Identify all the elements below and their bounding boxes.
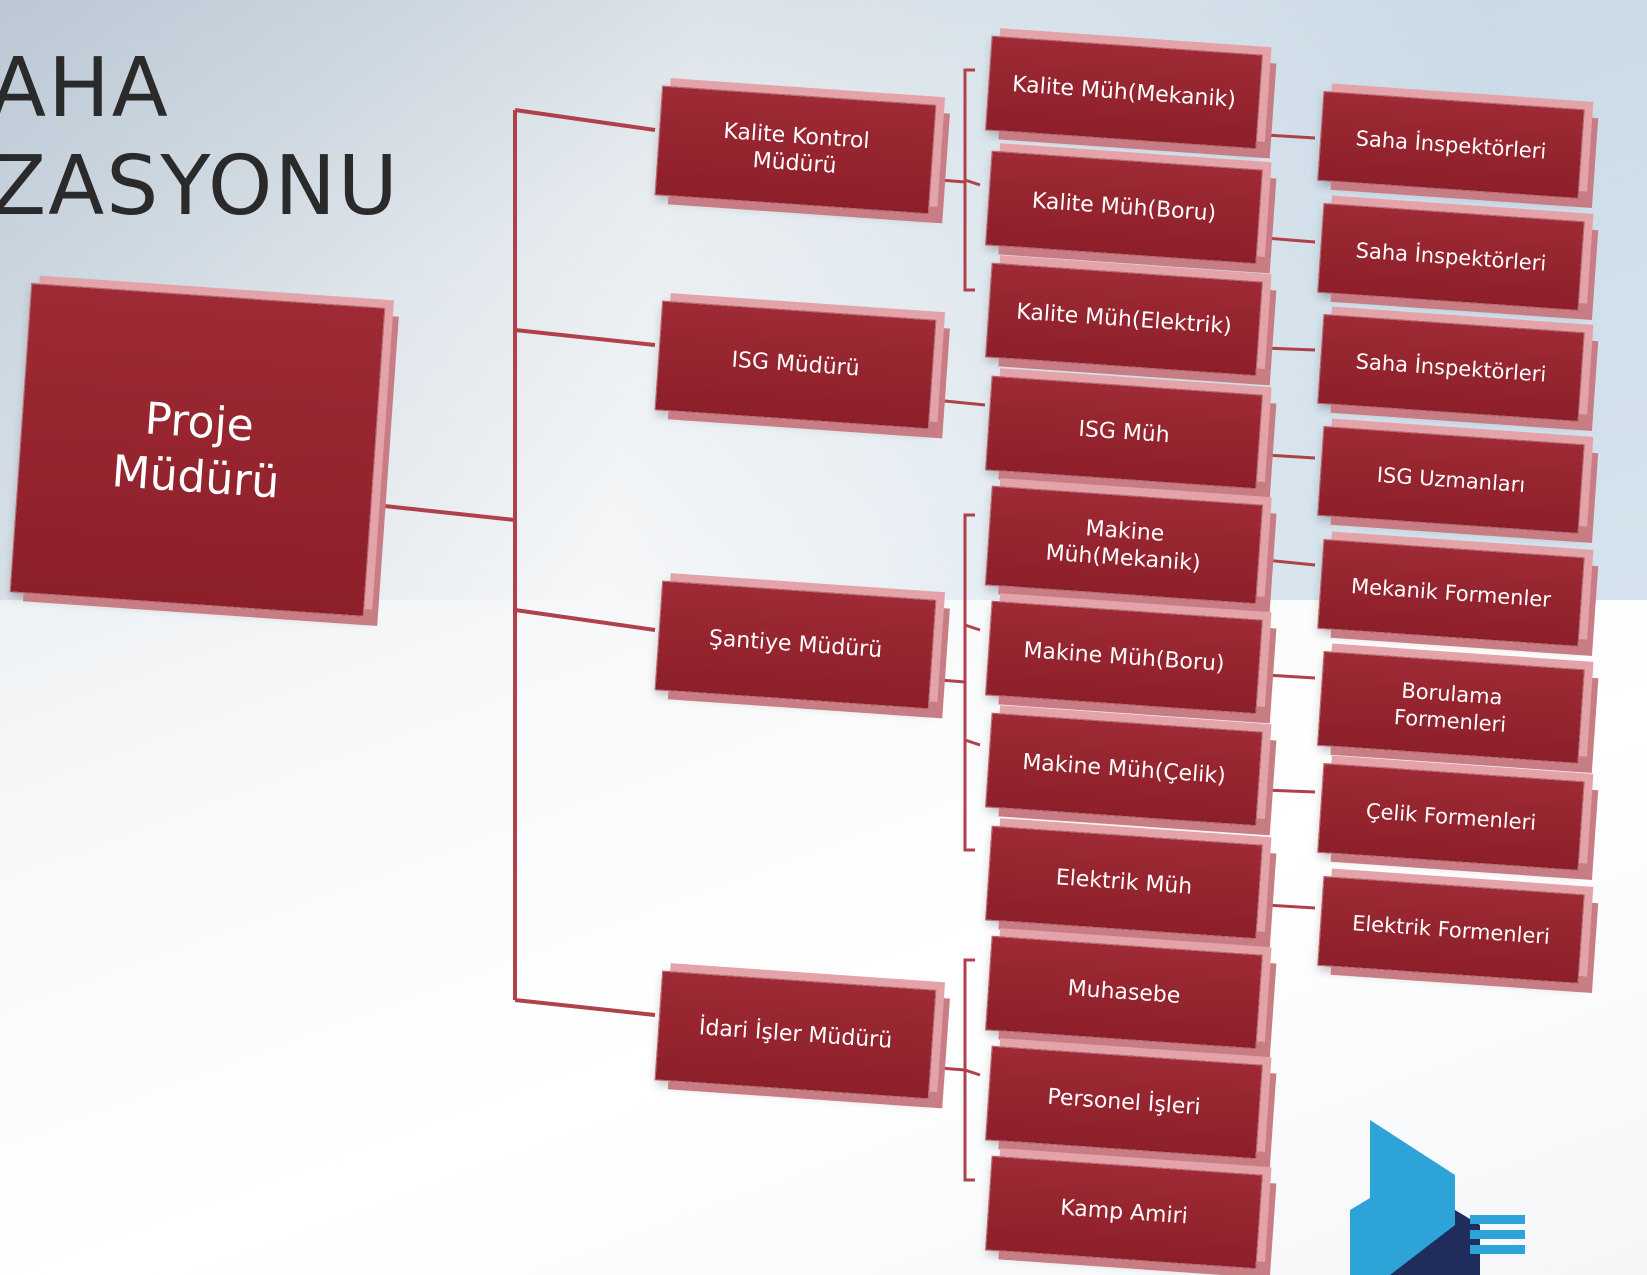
connector-isg-muh [934,398,986,407]
staff-label: Borulama Formenleri [1393,678,1507,737]
connector-e2 [1264,236,1316,244]
engineer-label: Muhasebe [1066,975,1182,1009]
engineer-label: Personel İşleri [1046,1084,1202,1121]
staff-label: Saha İnspektörleri [1354,349,1548,387]
staff-box-isg-uzmanlari[interactable]: ISG Uzmanları [1317,425,1585,535]
staff-label: Saha İnspektörleri [1354,126,1548,164]
staff-box-celik-formenleri[interactable]: Çelik Formenleri [1317,762,1585,872]
staff-label: Elektrik Formenleri [1351,910,1551,949]
staff-box-borulama-formenleri[interactable]: Borulama Formenleri [1317,650,1585,765]
connector-isg [514,328,656,347]
engineer-label: Kalite Müh(Elektrik) [1015,299,1233,340]
engineer-box-isg-muh[interactable]: ISG Müh [985,375,1263,490]
staff-box-elektrik-formenleri[interactable]: Elektrik Formenleri [1317,875,1585,985]
connector-idari [514,998,656,1017]
staff-label: ISG Uzmanları [1376,462,1526,498]
engineer-label: Kalite Müh(Mekanik) [1011,71,1237,113]
engineer-box-kalite-boru[interactable]: Kalite Müh(Boru) [985,150,1263,265]
engineer-label: Makine Müh(Boru) [1022,637,1226,677]
engineer-box-kalite-mekanik[interactable]: Kalite Müh(Mekanik) [985,35,1263,150]
manager-box-isg[interactable]: ISG Müdürü [654,300,937,430]
staff-label: Saha İnspektörleri [1354,238,1548,276]
manager-box-idari-isler[interactable]: İdari İşler Müdürü [654,970,937,1100]
page-title: AHA ZASYONU [0,40,400,236]
root-box-proje-muduru[interactable]: Proje Müdürü [9,282,386,618]
engineer-label: Makine Müh(Mekanik) [1044,515,1202,577]
engineer-label: ISG Müh [1077,416,1171,448]
staff-box-saha-inspektorleri-3[interactable]: Saha İnspektörleri [1317,313,1585,423]
connector-e8 [1264,903,1316,910]
connector-e4 [1264,453,1316,460]
engineer-label: Makine Müh(Çelik) [1021,749,1227,789]
engineer-box-kamp-amiri[interactable]: Kamp Amiri [985,1155,1263,1270]
company-logo [1350,1120,1525,1275]
engineer-box-makine-boru[interactable]: Makine Müh(Boru) [985,600,1263,715]
engineer-label: Elektrik Müh [1054,865,1194,900]
engineer-box-muhasebe[interactable]: Muhasebe [985,935,1263,1050]
engineer-label: Kamp Amiri [1059,1195,1189,1230]
staff-label: Mekanik Formenler [1350,573,1552,612]
connector-sm-to-bracket [939,678,966,684]
manager-label: ISG Müdürü [730,347,861,382]
connector-root [374,503,516,522]
engineer-box-makine-mekanik[interactable]: Makine Müh(Mekanik) [984,485,1264,605]
bracket-santiye [963,513,975,852]
root-label: Proje Müdürü [110,393,281,509]
manager-label: Kalite Kontrol Müdürü [722,118,871,179]
connector-e3 [1264,346,1316,352]
bracket-santiye-tick1 [964,623,981,632]
connector-e6 [1264,673,1316,680]
connector-santiye [514,608,656,632]
connector-kalite-kontrol [514,108,656,132]
engineer-box-kalite-elektrik[interactable]: Kalite Müh(Elektrik) [985,262,1263,377]
page-title-line-2: ZASYONU [0,139,400,234]
page-title-line-1: AHA [0,41,170,136]
manager-box-kalite-kontrol[interactable]: Kalite Kontrol Müdürü [654,85,937,215]
connector-e5 [1264,558,1316,567]
engineer-box-elektrik-muh[interactable]: Elektrik Müh [985,825,1263,940]
bracket-santiye-tick2 [964,738,981,747]
bracket-kalite-tick1 [964,178,981,187]
connector-e1 [1264,133,1316,140]
manager-label: Şantiye Müdürü [708,626,883,664]
manager-box-santiye[interactable]: Şantiye Müdürü [654,580,937,710]
bracket-idari-tick1 [964,1068,981,1077]
engineer-label: Kalite Müh(Boru) [1031,188,1217,227]
staff-box-mekanik-formenler[interactable]: Mekanik Formenler [1317,538,1585,648]
connector-im-to-bracket [939,1066,966,1072]
staff-box-saha-inspektorleri-2[interactable]: Saha İnspektörleri [1317,202,1585,312]
staff-label: Çelik Formenleri [1365,798,1537,835]
staff-box-saha-inspektorleri-1[interactable]: Saha İnspektörleri [1317,90,1585,200]
manager-label: İdari İşler Müdürü [698,1015,893,1054]
engineer-box-makine-celik[interactable]: Makine Müh(Çelik) [985,712,1263,827]
connector-e7 [1264,788,1316,794]
engineer-box-personel-isleri[interactable]: Personel İşleri [985,1045,1263,1160]
connector-kk-to-bracket [939,178,966,184]
